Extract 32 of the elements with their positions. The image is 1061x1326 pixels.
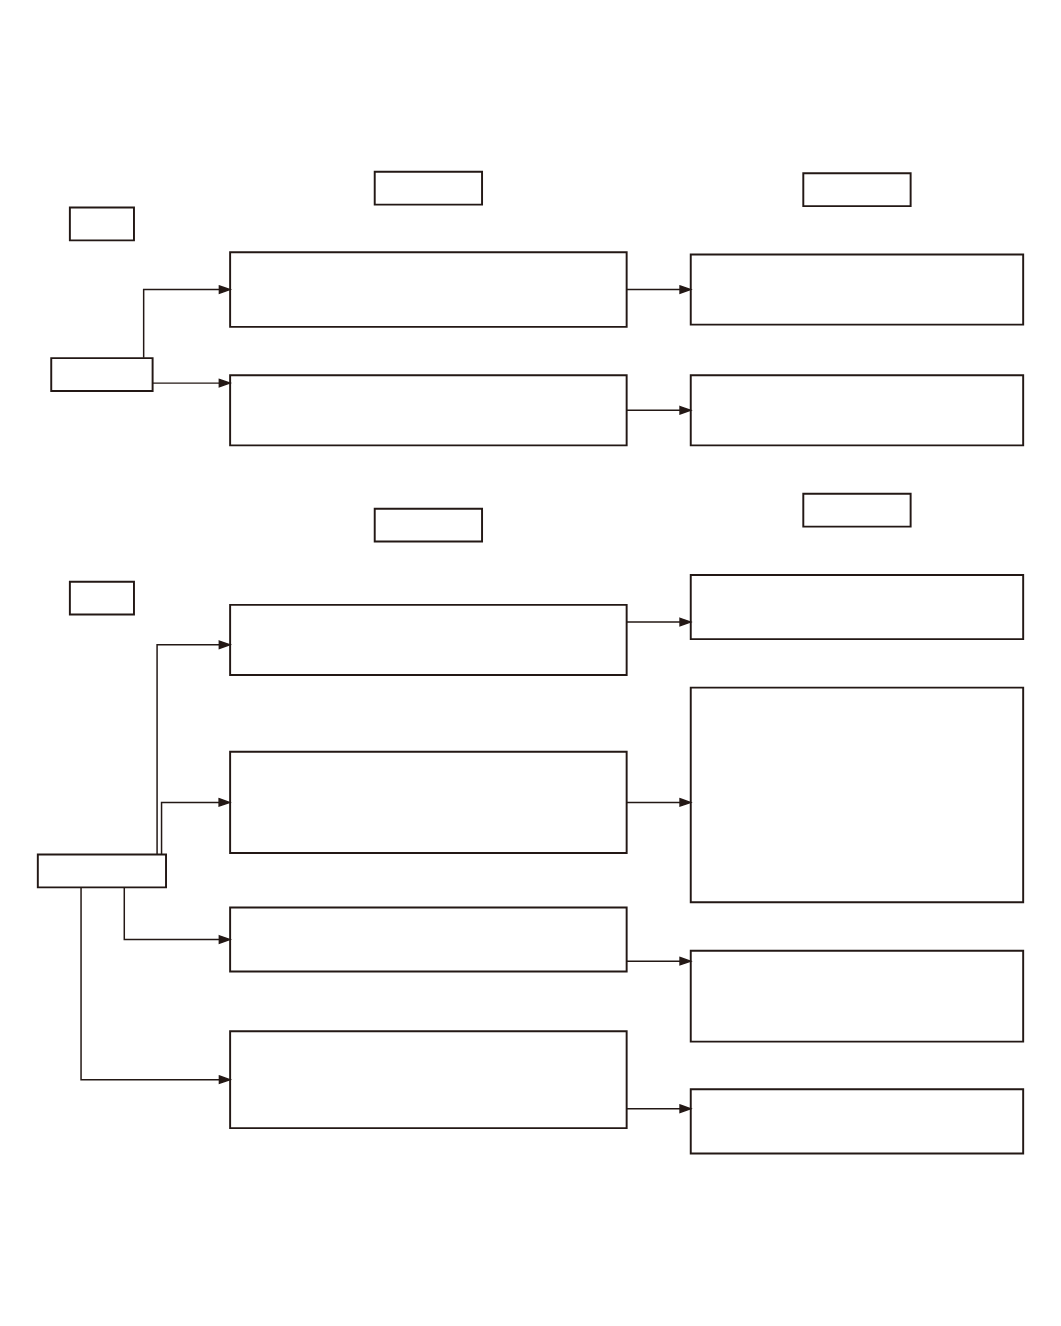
node-box [68, 206, 135, 242]
arrow [626, 405, 693, 416]
arrow [626, 284, 693, 295]
arrow [626, 617, 693, 627]
node-box [802, 172, 912, 208]
arrow [626, 1104, 693, 1114]
node-box [689, 686, 1025, 904]
arrow [123, 886, 233, 945]
node-box [36, 853, 167, 889]
node-box [229, 1030, 628, 1130]
node-box [229, 750, 628, 855]
arrow [80, 887, 233, 1085]
node-box [373, 507, 484, 543]
arrow [152, 378, 233, 388]
node-box [373, 170, 484, 206]
node-box [50, 357, 154, 392]
node-box [229, 251, 628, 328]
arrow [626, 956, 693, 966]
arrow [156, 640, 233, 855]
node-box [229, 906, 628, 973]
arrow [142, 284, 233, 359]
node-box [802, 492, 912, 528]
node-box [689, 253, 1025, 326]
node-box [689, 574, 1025, 641]
node-box [229, 603, 628, 676]
arrow [160, 797, 232, 856]
node-box [689, 949, 1025, 1043]
node-box [229, 374, 628, 447]
node-box [689, 1088, 1025, 1155]
node-box [68, 580, 135, 616]
arrow [626, 797, 693, 808]
node-box [689, 374, 1025, 447]
